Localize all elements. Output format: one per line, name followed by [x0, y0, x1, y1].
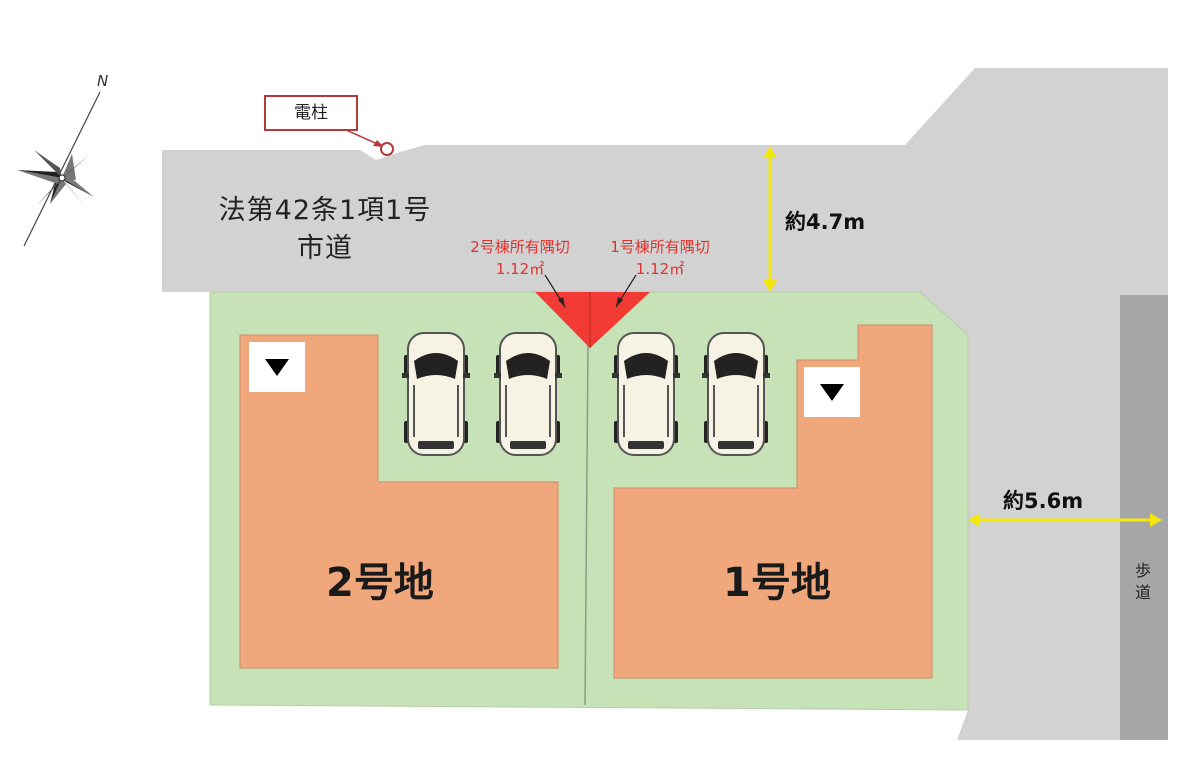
car-icon [702, 332, 770, 456]
front-road-label: 法第42条1項1号 市道 [210, 192, 440, 268]
front-road [162, 145, 905, 292]
corner-cut-note-lot2-line1: 2号棟所有隅切 [470, 238, 570, 256]
front-road-width-label: 約4.7m [785, 210, 866, 234]
car-icon [612, 332, 680, 456]
corner-cut-note-lot2-line2: 1.12㎡ [495, 260, 545, 278]
corner-cut-note-lot1-line1: 1号棟所有隅切 [610, 238, 710, 256]
entrance-marker-lot1 [804, 367, 860, 417]
north-label: N [97, 72, 109, 90]
lot-label-1: 1号地 [723, 560, 831, 606]
dimension-arrow-front-road [763, 146, 777, 292]
corner-cut-lot1 [590, 292, 650, 348]
car-icon [494, 332, 562, 456]
dimension-arrow-side-road [968, 513, 1162, 527]
lot-label-2: 2号地 [326, 560, 434, 606]
car-icon [402, 332, 470, 456]
building-lot2 [239, 334, 559, 669]
utility-pole-label: 電柱 [264, 95, 358, 131]
sidewalk-label: 歩道 [1134, 561, 1151, 602]
side-road [905, 68, 1168, 740]
lot-boundary-line [584, 344, 589, 706]
compass-icon [17, 91, 101, 247]
road-label-line1: 法第42条1項1号 [218, 195, 432, 226]
corner-cut-note-lot1-line2: 1.12㎡ [635, 260, 685, 278]
entrance-marker-lot2 [249, 342, 305, 392]
road-label-line2: 市道 [297, 233, 353, 264]
utility-pole-icon [380, 142, 394, 156]
sidewalk-strip [1120, 295, 1168, 740]
corner-cut-lot2 [535, 292, 590, 348]
side-road-width-label: 約5.6m [1003, 489, 1084, 513]
parking-cars [402, 332, 770, 456]
corner-cut-note-lot1: 1号棟所有隅切 1.12㎡ [602, 236, 718, 280]
corner-cut-note-lot2: 2号棟所有隅切 1.12㎡ [462, 236, 578, 280]
